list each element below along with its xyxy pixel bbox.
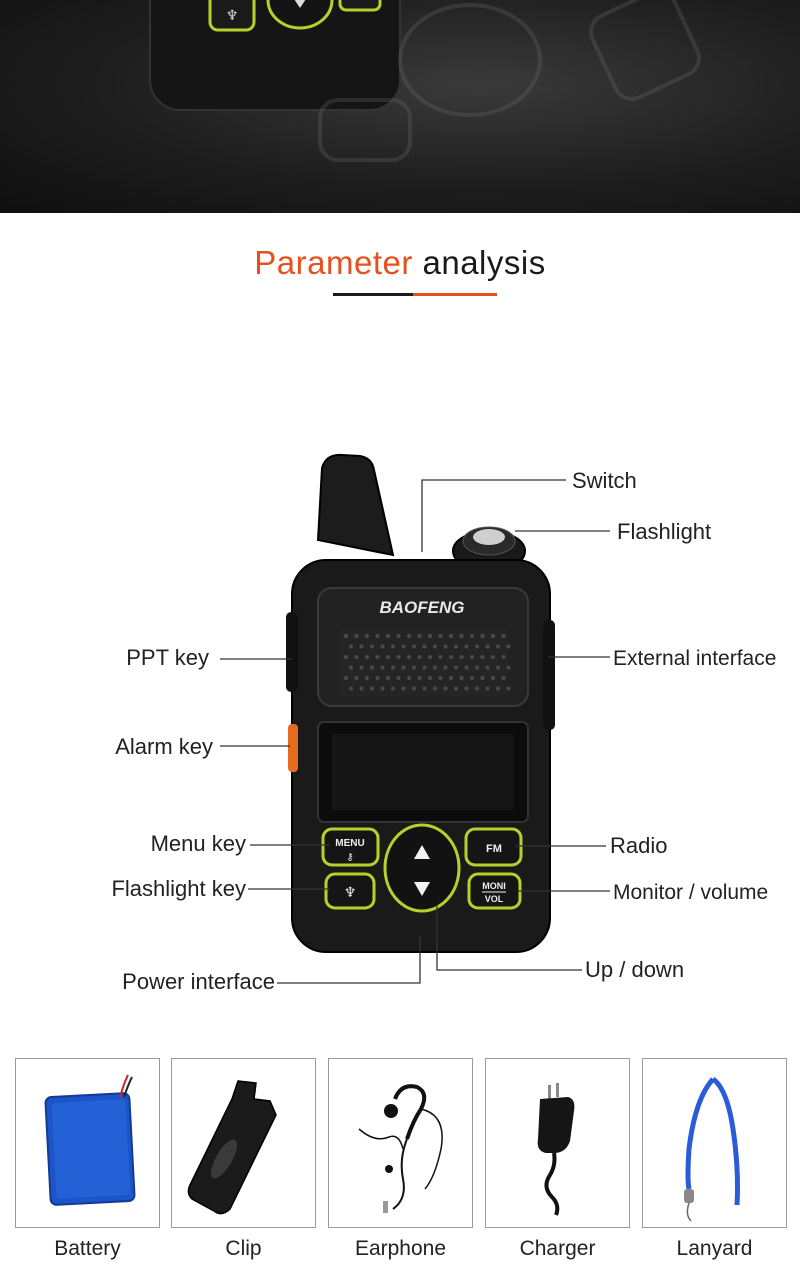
accessory-battery-card <box>15 1058 160 1228</box>
up-arrow-icon <box>414 845 430 859</box>
callout-up-down: Up / down <box>585 957 684 982</box>
svg-text:♆: ♆ <box>226 8 239 24</box>
menu-button[interactable] <box>321 827 380 867</box>
accessory-charger-card <box>485 1058 630 1228</box>
ppt-key <box>286 612 298 692</box>
leader-lines <box>220 479 610 984</box>
down-arrow-icon <box>414 882 430 896</box>
antenna <box>316 453 395 557</box>
lanyard-icon <box>684 1076 740 1222</box>
section-title-accent: Parameter <box>254 244 413 281</box>
callout-menu-key: Menu key <box>151 831 246 856</box>
speaker-grille <box>338 628 511 696</box>
charger-icon <box>537 1083 575 1216</box>
alarm-key <box>288 724 298 772</box>
fm-button[interactable] <box>464 827 523 867</box>
callout-switch: Switch <box>572 468 637 493</box>
accessory-lanyard-card <box>642 1058 787 1228</box>
vol-label: VOL <box>485 894 504 904</box>
hero-banner: ♆ <box>0 0 800 213</box>
key-icon: ⚷ <box>346 852 353 863</box>
flashlight-icon: ♆ <box>344 885 357 901</box>
external-interface-port <box>543 620 555 730</box>
callout-power-interface: Power interface <box>122 969 275 994</box>
accessory-clip-card <box>171 1058 316 1228</box>
title-underline-dark <box>333 293 413 296</box>
moni-label: MONI <box>482 881 506 891</box>
callout-alarm-key: Alarm key <box>115 734 213 759</box>
accessory-charger-label: Charger <box>519 1237 596 1260</box>
menu-button-label: MENU <box>335 838 364 849</box>
earphone-icon <box>358 1084 443 1213</box>
flashlight-button[interactable] <box>324 872 376 910</box>
radio-diagram: BAOFENG MENU ⚷ ♆ FM MONI VOL Switch Flas… <box>111 453 776 994</box>
callout-ppt-key: PPT key <box>126 645 209 670</box>
title-underline-accent <box>413 293 497 296</box>
callout-monitor-volume: Monitor / volume <box>613 881 768 904</box>
accessory-earphone-card <box>328 1058 473 1228</box>
callout-flashlight: Flashlight <box>617 519 711 544</box>
section-title: Parameter analysis <box>0 244 800 282</box>
accessory-clip-label: Clip <box>225 1237 262 1260</box>
callout-radio: Radio <box>610 833 667 858</box>
hero-radio-image: ♆ <box>149 0 701 162</box>
brand-logo: BAOFENG <box>380 598 465 617</box>
section-title-rest: analysis <box>412 244 546 281</box>
up-down-button[interactable] <box>383 823 461 913</box>
fm-button-label: FM <box>486 843 502 855</box>
accessory-lanyard-label: Lanyard <box>676 1237 753 1260</box>
callout-external-interface: External interface <box>613 647 776 670</box>
battery-icon <box>44 1074 136 1206</box>
clip-icon <box>187 1080 277 1215</box>
accessory-earphone-label: Earphone <box>354 1237 447 1260</box>
callout-flashlight-key: Flashlight key <box>111 876 246 901</box>
accessory-battery-label: Battery <box>54 1237 121 1260</box>
